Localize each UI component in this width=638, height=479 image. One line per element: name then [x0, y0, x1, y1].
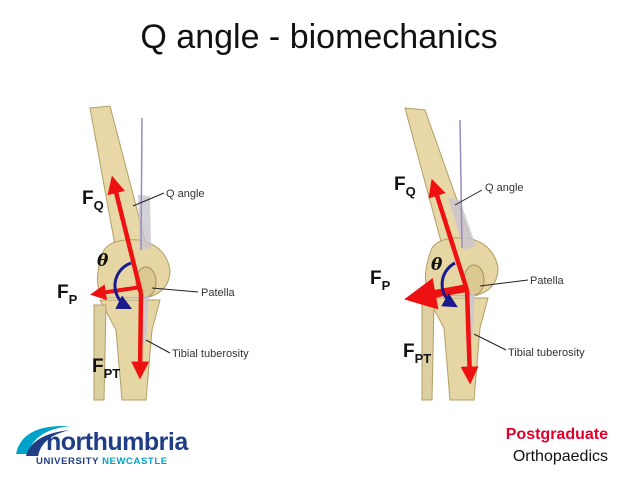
right-knee-diagram: Q angle Patella Tibial tuberosity FQ θ F… [370, 107, 585, 401]
slide-title: Q angle - biomechanics [140, 18, 498, 56]
footer-department: Postgraduate Orthopaedics [506, 426, 608, 466]
left-fq-arrow [107, 175, 144, 294]
left-reference-line [140, 117, 143, 251]
right-patella-leader [479, 279, 529, 287]
right-tibial-label: Tibial tuberosity [508, 347, 585, 359]
left-fq-label: FQ [82, 188, 104, 213]
logo-subtitle: UNIVERSITY NEWCASTLE [36, 456, 168, 467]
right-reference-line [459, 119, 463, 249]
right-angle-arc [440, 261, 458, 308]
right-q-angle-label: Q angle [485, 182, 524, 194]
left-fpt-label: FPT [92, 356, 120, 381]
left-q-angle-label: Q angle [166, 188, 205, 200]
right-fq-arrow [428, 178, 470, 291]
right-fp-arrow [404, 277, 468, 310]
left-patella-leader [151, 287, 199, 293]
right-fp-label: FP [370, 268, 391, 293]
left-angle-arc [113, 261, 133, 310]
left-q-angle-leader [132, 192, 165, 207]
left-theta-label: θ [97, 251, 109, 271]
logo-name: northumbria [46, 428, 188, 456]
logo-swoosh-icon [16, 425, 70, 456]
right-tibial-leader [473, 333, 507, 351]
footer-line-orthopaedics: Orthopaedics [512, 448, 608, 465]
right-fpt-label: FPT [403, 341, 431, 366]
left-fp-arrow [90, 284, 142, 301]
right-theta-label: θ [431, 255, 443, 275]
footer-line-postgraduate: Postgraduate [505, 426, 608, 443]
left-tibial-leader [145, 339, 171, 354]
left-knee-diagram: Q angle Patella Tibial tuberosity FQ θ F… [57, 105, 249, 401]
right-q-angle-leader [454, 189, 483, 206]
right-patella-label: Patella [530, 275, 565, 287]
right-fpt-arrow [460, 289, 479, 385]
left-fpt-arrow [131, 292, 150, 380]
left-fp-label: FP [57, 282, 78, 307]
left-patella-label: Patella [201, 287, 236, 299]
right-fq-label: FQ [394, 174, 416, 199]
left-tibial-label: Tibial tuberosity [172, 348, 249, 360]
northumbria-logo: northumbria UNIVERSITY NEWCASTLE [12, 420, 188, 472]
